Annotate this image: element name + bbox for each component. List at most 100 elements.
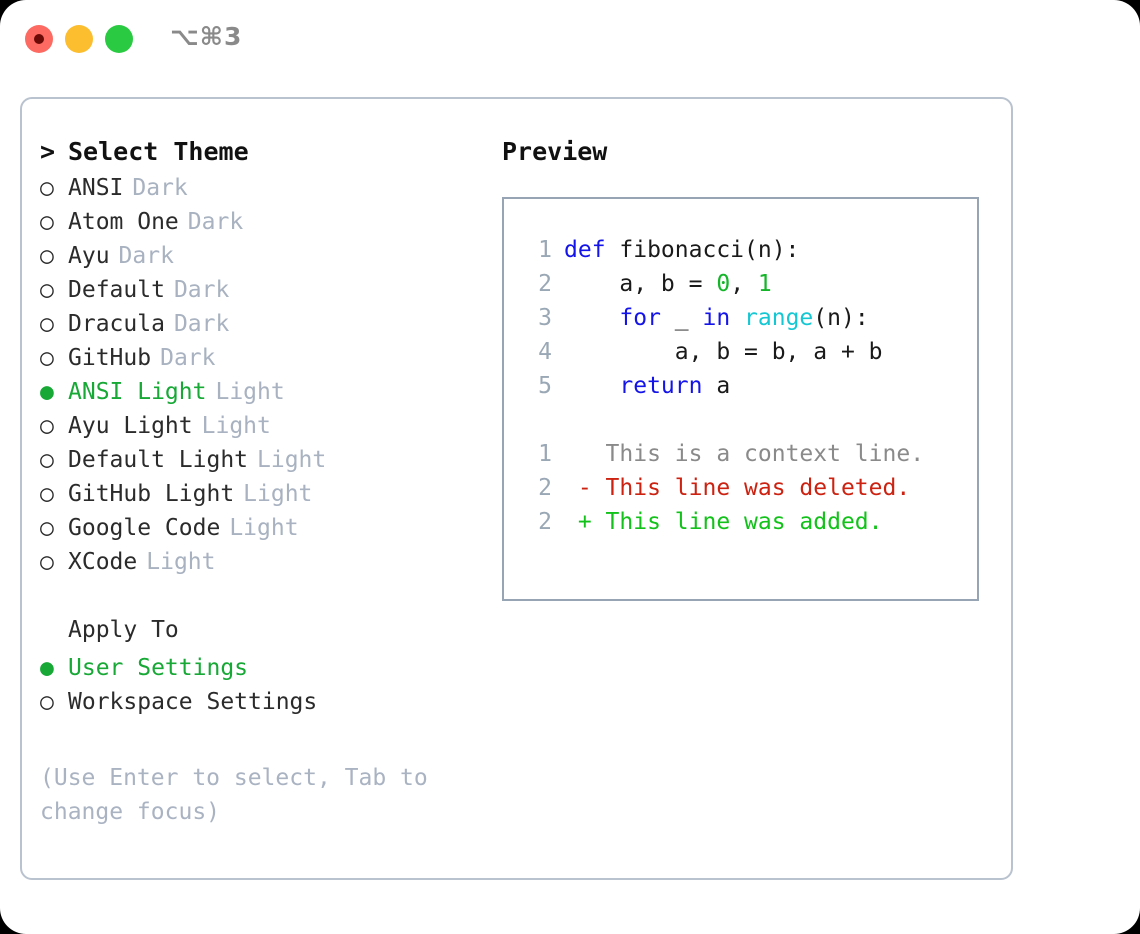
- close-window-button[interactable]: [25, 25, 53, 53]
- line-number: 2: [538, 509, 552, 535]
- code-token: 1: [757, 271, 772, 297]
- maximize-window-button[interactable]: [105, 25, 133, 53]
- diff-sign: -: [564, 475, 592, 501]
- code-token: ,: [730, 271, 758, 297]
- radio-unselected-icon[interactable]: ○: [40, 689, 54, 715]
- theme-list-item[interactable]: ○ Ayu Dark: [40, 243, 480, 277]
- radio-unselected-icon[interactable]: ○: [40, 481, 54, 507]
- code-token: a, b = b, a + b: [564, 339, 883, 365]
- code-token: in: [702, 305, 731, 331]
- radio-unselected-icon[interactable]: ○: [40, 549, 54, 575]
- apply-to-label: User Settings: [68, 655, 249, 681]
- list-spacer: [40, 583, 480, 617]
- theme-list-item[interactable]: ○ GitHub Light Light: [40, 481, 480, 515]
- code-line: 2 a, b = 0, 1: [518, 271, 977, 305]
- theme-list-item[interactable]: ○ Atom One Dark: [40, 209, 480, 243]
- code-token: 0: [716, 271, 731, 297]
- theme-item-variant: Light: [243, 481, 313, 507]
- theme-list-item[interactable]: ● ANSI Light Light: [40, 379, 480, 413]
- radio-unselected-icon[interactable]: ○: [40, 209, 54, 235]
- theme-list-item[interactable]: ○ Ayu Light Light: [40, 413, 480, 447]
- theme-list-item[interactable]: ○ Dracula Dark: [40, 311, 480, 345]
- code-token: for: [619, 305, 661, 331]
- radio-unselected-icon[interactable]: ○: [40, 515, 54, 541]
- radio-unselected-icon[interactable]: ○: [40, 175, 54, 201]
- code-token: fibonacci(n):: [605, 237, 800, 263]
- line-number: 3: [538, 305, 552, 331]
- code-token: range: [744, 305, 814, 331]
- preview-title: Preview: [502, 137, 608, 166]
- diff-sign: [564, 441, 592, 467]
- code-token: _: [660, 305, 703, 331]
- theme-item-label: Google Code: [68, 515, 221, 541]
- theme-item-variant: Dark: [118, 243, 174, 269]
- theme-item-label: Atom One: [68, 209, 179, 235]
- theme-item-variant: Light: [229, 515, 299, 541]
- title-bar: ⌥⌘3: [0, 0, 1140, 80]
- minimize-window-button[interactable]: [65, 25, 93, 53]
- theme-list-title: Select Theme: [68, 137, 249, 166]
- theme-item-label: Ayu: [68, 243, 110, 269]
- theme-list-item[interactable]: ○ XCode Light: [40, 549, 480, 583]
- theme-item-variant: Dark: [132, 175, 188, 201]
- code-line: 3 for _ in range(n):: [518, 305, 977, 339]
- code-line: 5 return a: [518, 373, 977, 407]
- line-number: 2: [538, 271, 552, 297]
- diff-line: 1 This is a context line.: [518, 441, 977, 475]
- theme-item-label: Default Light: [68, 447, 249, 473]
- code-token: (n):: [813, 305, 869, 331]
- theme-item-label: Dracula: [68, 311, 165, 337]
- line-number: 1: [538, 237, 552, 263]
- apply-to-label: Workspace Settings: [68, 689, 318, 715]
- apply-to-header: Apply To: [68, 617, 179, 643]
- code-token: return: [619, 373, 703, 399]
- radio-unselected-icon[interactable]: ○: [40, 311, 54, 337]
- radio-unselected-icon[interactable]: ○: [40, 345, 54, 371]
- line-number: 5: [538, 373, 552, 399]
- keyboard-hint-text: (Use Enter to select, Tab to change focu…: [40, 765, 442, 825]
- radio-unselected-icon[interactable]: ○: [40, 447, 54, 473]
- line-number: 1: [538, 441, 552, 467]
- theme-item-variant: Dark: [187, 209, 244, 235]
- theme-item-variant: Dark: [173, 311, 230, 337]
- code-token: [564, 305, 619, 331]
- theme-item-label: XCode: [68, 549, 138, 575]
- radio-unselected-icon[interactable]: ○: [40, 277, 54, 303]
- code-line: 4 a, b = b, a + b: [518, 339, 977, 373]
- code-token: a: [702, 373, 731, 399]
- apply-to-item[interactable]: ● User Settings: [40, 655, 480, 689]
- theme-item-variant: Light: [215, 379, 285, 405]
- theme-item-label: Default: [68, 277, 165, 303]
- theme-item-variant: Light: [201, 413, 271, 439]
- preview-gap: [518, 407, 977, 441]
- diff-line: 2 + This line was added.: [518, 509, 977, 543]
- theme-list-item[interactable]: ○ Google Code Light: [40, 515, 480, 549]
- theme-item-label: Ayu Light: [68, 413, 193, 439]
- apply-to-item[interactable]: ○ Workspace Settings: [40, 689, 480, 723]
- line-number: 4: [538, 339, 552, 365]
- code-token: [564, 373, 619, 399]
- radio-unselected-icon[interactable]: ○: [40, 243, 54, 269]
- theme-item-label: GitHub Light: [68, 481, 235, 507]
- diff-text: This line was deleted.: [591, 475, 911, 501]
- keyboard-shortcut-label: ⌥⌘3: [170, 22, 243, 51]
- radio-selected-icon[interactable]: ●: [40, 655, 54, 681]
- theme-item-label: ANSI Light: [68, 379, 207, 405]
- radio-selected-icon[interactable]: ●: [40, 379, 54, 405]
- diff-sample: 1 This is a context line. 2 - This line w…: [518, 441, 977, 543]
- theme-item-variant: Light: [146, 549, 216, 575]
- radio-unselected-icon[interactable]: ○: [40, 413, 54, 439]
- code-token: a, b =: [564, 271, 717, 297]
